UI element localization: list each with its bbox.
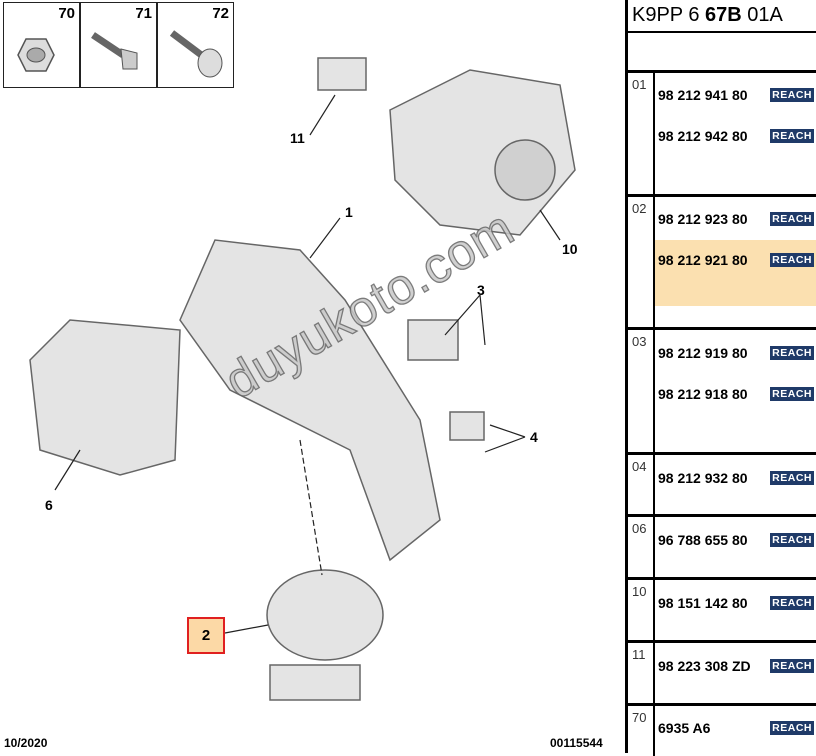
- reach-badge: REACH: [770, 212, 814, 226]
- group-number: 11: [628, 643, 655, 703]
- title-part: 01A: [741, 4, 783, 26]
- part-number[interactable]: 98 212 942 80: [658, 128, 748, 144]
- part-row[interactable]: 98 212 919 80 REACH: [655, 333, 816, 374]
- title-part: K9PP 6: [632, 4, 706, 26]
- part-6-filter: [29, 319, 181, 476]
- group-number: 02: [628, 197, 655, 327]
- group-parts: 6935 A6 REACH: [655, 706, 816, 756]
- part-row[interactable]: 98 212 932 80 REACH: [655, 458, 816, 499]
- part-number[interactable]: 98 212 923 80: [658, 211, 748, 227]
- part-number[interactable]: 98 212 921 80: [658, 252, 748, 268]
- callout-11: 11: [290, 130, 305, 146]
- reach-badge: REACH: [770, 88, 814, 102]
- group-parts: 98 223 308 ZD REACH: [655, 643, 816, 703]
- part-row[interactable]: 96 788 655 80 REACH: [655, 520, 816, 561]
- part-row[interactable]: 98 212 942 80 REACH: [655, 116, 816, 157]
- reach-badge: REACH: [770, 659, 814, 673]
- group-number: 01: [628, 73, 655, 194]
- group-number: 10: [628, 580, 655, 640]
- part-number[interactable]: 98 212 941 80: [658, 87, 748, 103]
- part-number[interactable]: 98 212 918 80: [658, 386, 748, 402]
- part-row[interactable]: 6935 A6 REACH: [655, 708, 816, 749]
- title-bold-part: 67B: [705, 4, 742, 26]
- callout-1: 1: [345, 204, 353, 220]
- part-number[interactable]: 6935 A6: [658, 720, 711, 736]
- part-11-actuator: [317, 57, 367, 91]
- exploded-parts-diagram: 70 71 72 11: [3, 2, 603, 750]
- parts-illustration: [29, 57, 576, 701]
- hex-nut-icon: [17, 38, 55, 72]
- part-1-housing: [179, 239, 441, 562]
- part-number[interactable]: 98 151 142 80: [658, 595, 748, 611]
- hardware-number: 70: [58, 5, 75, 22]
- hardware-box-72[interactable]: 72: [157, 2, 234, 88]
- part-row[interactable]: 98 151 142 80 REACH: [655, 583, 816, 624]
- group-parts: 96 788 655 80 REACH: [655, 517, 816, 577]
- flange-screw-icon: [169, 30, 223, 78]
- reach-badge: REACH: [770, 387, 814, 401]
- callout-6: 6: [45, 497, 53, 513]
- part-number[interactable]: 96 788 655 80: [658, 532, 748, 548]
- screw-icon: [91, 32, 138, 70]
- hardware-number: 71: [135, 5, 152, 22]
- diagram-reference: 00115544: [550, 736, 603, 750]
- reach-badge: REACH: [770, 253, 814, 267]
- group-number: 06: [628, 517, 655, 577]
- group-parts: 98 212 919 80 REACH 98 212 918 80 REACH: [655, 330, 816, 452]
- part-2-blower: [266, 569, 384, 661]
- callout-2-highlighted[interactable]: 2: [187, 617, 225, 654]
- part-number[interactable]: 98 212 932 80: [658, 470, 748, 486]
- reach-badge: REACH: [770, 471, 814, 485]
- group-parts: 98 212 941 80 REACH 98 212 942 80 REACH: [655, 73, 816, 194]
- group-parts: 98 212 932 80 REACH: [655, 455, 816, 514]
- hardware-box-70[interactable]: 70: [3, 2, 80, 88]
- hardware-number: 72: [212, 5, 229, 22]
- group-parts: 98 212 923 80 REACH 98 212 921 80 REACH: [655, 197, 816, 327]
- part-row[interactable]: 98 212 921 80 REACH: [655, 240, 816, 306]
- reach-badge: REACH: [770, 129, 814, 143]
- callout-3: 3: [477, 282, 485, 298]
- reach-badge: REACH: [770, 533, 814, 547]
- diagram-date: 10/2020: [4, 736, 48, 750]
- group-parts: 98 151 142 80 REACH: [655, 580, 816, 640]
- part-number[interactable]: 98 223 308 ZD: [658, 658, 751, 674]
- part-row[interactable]: 98 223 308 ZD REACH: [655, 646, 816, 687]
- callout-4: 4: [530, 429, 538, 445]
- part-row[interactable]: 98 212 923 80 REACH: [655, 199, 816, 240]
- part-4-actuator: [449, 411, 485, 441]
- reach-badge: REACH: [770, 596, 814, 610]
- part-row[interactable]: 98 212 918 80 REACH: [655, 374, 816, 415]
- hardware-box-71[interactable]: 71: [80, 2, 157, 88]
- part-3-actuator: [407, 319, 459, 361]
- panel-blank-row: [628, 33, 816, 73]
- group-number: 70: [628, 706, 655, 756]
- part-row[interactable]: 98 212 941 80 REACH: [655, 75, 816, 116]
- panel-title: K9PP 6 67B 01A: [628, 0, 816, 33]
- group-number: 03: [628, 330, 655, 452]
- reach-badge: REACH: [770, 346, 814, 360]
- group-number: 04: [628, 455, 655, 514]
- reach-badge: REACH: [770, 721, 814, 735]
- part-number[interactable]: 98 212 919 80: [658, 345, 748, 361]
- callout-10: 10: [562, 241, 578, 257]
